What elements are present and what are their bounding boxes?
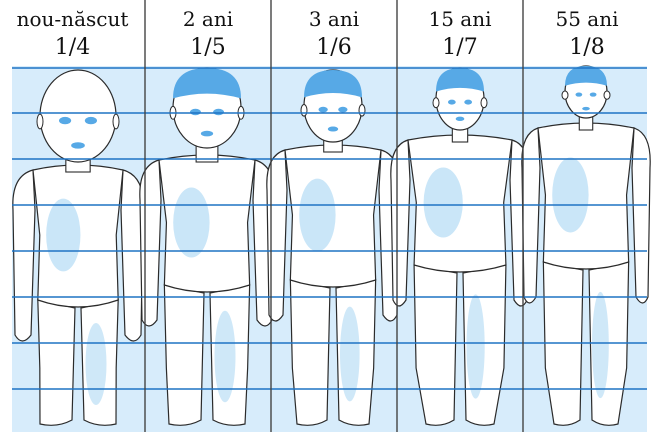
head-ratio-label: 1/5 [145,36,271,60]
mouth [71,142,85,148]
ear [604,91,610,99]
column-header-2-years: 2 ani 1/5 [145,0,271,66]
ear [433,98,439,108]
leg-shading [86,323,107,405]
body-shading [424,168,463,238]
mouth [582,107,590,111]
leg-shading [467,294,485,398]
leg-shading [592,292,609,398]
body-shading [46,199,80,272]
left-arm [391,140,410,306]
eye [59,117,71,124]
mouth [328,127,338,132]
column-header-3-years: 3 ani 1/6 [271,0,397,66]
eye [464,100,472,105]
age-label: 55 ani [523,8,651,30]
eye [319,107,328,113]
body-shading [552,157,588,232]
eye [448,100,456,105]
leg-shading [340,307,360,402]
ear [562,91,568,99]
ear [301,105,307,117]
age-label: 3 ani [271,8,397,30]
eye [213,109,224,115]
mouth [456,117,465,121]
head-ratio-label: 1/4 [0,36,145,60]
ear [113,114,119,129]
left-leg [38,300,75,425]
ear [359,105,365,117]
column-header-55-years: 55 ani 1/8 [523,0,651,66]
column-header-15-years: 15 ani 1/7 [397,0,523,66]
column-header-newborn: nou-născut 1/4 [0,0,145,66]
ear [37,114,43,129]
left-leg [164,285,204,425]
left-arm [140,160,161,326]
ear [481,98,487,108]
head-ratio-label: 1/8 [523,36,651,60]
eye [85,117,97,124]
head-ratio-label: 1/7 [397,36,523,60]
body-shading [173,188,209,258]
eye [576,93,583,97]
body-shading [299,179,335,252]
eye [190,109,201,115]
left-leg [290,280,330,425]
age-label: 2 ani [145,8,271,30]
age-label: 15 ani [397,8,523,30]
head-ratio-label: 1/6 [271,36,397,60]
eye [590,93,597,97]
age-label: nou-născut [0,8,145,30]
left-arm [13,170,35,341]
mouth [201,131,213,137]
eye [338,107,347,113]
left-arm [267,150,287,321]
